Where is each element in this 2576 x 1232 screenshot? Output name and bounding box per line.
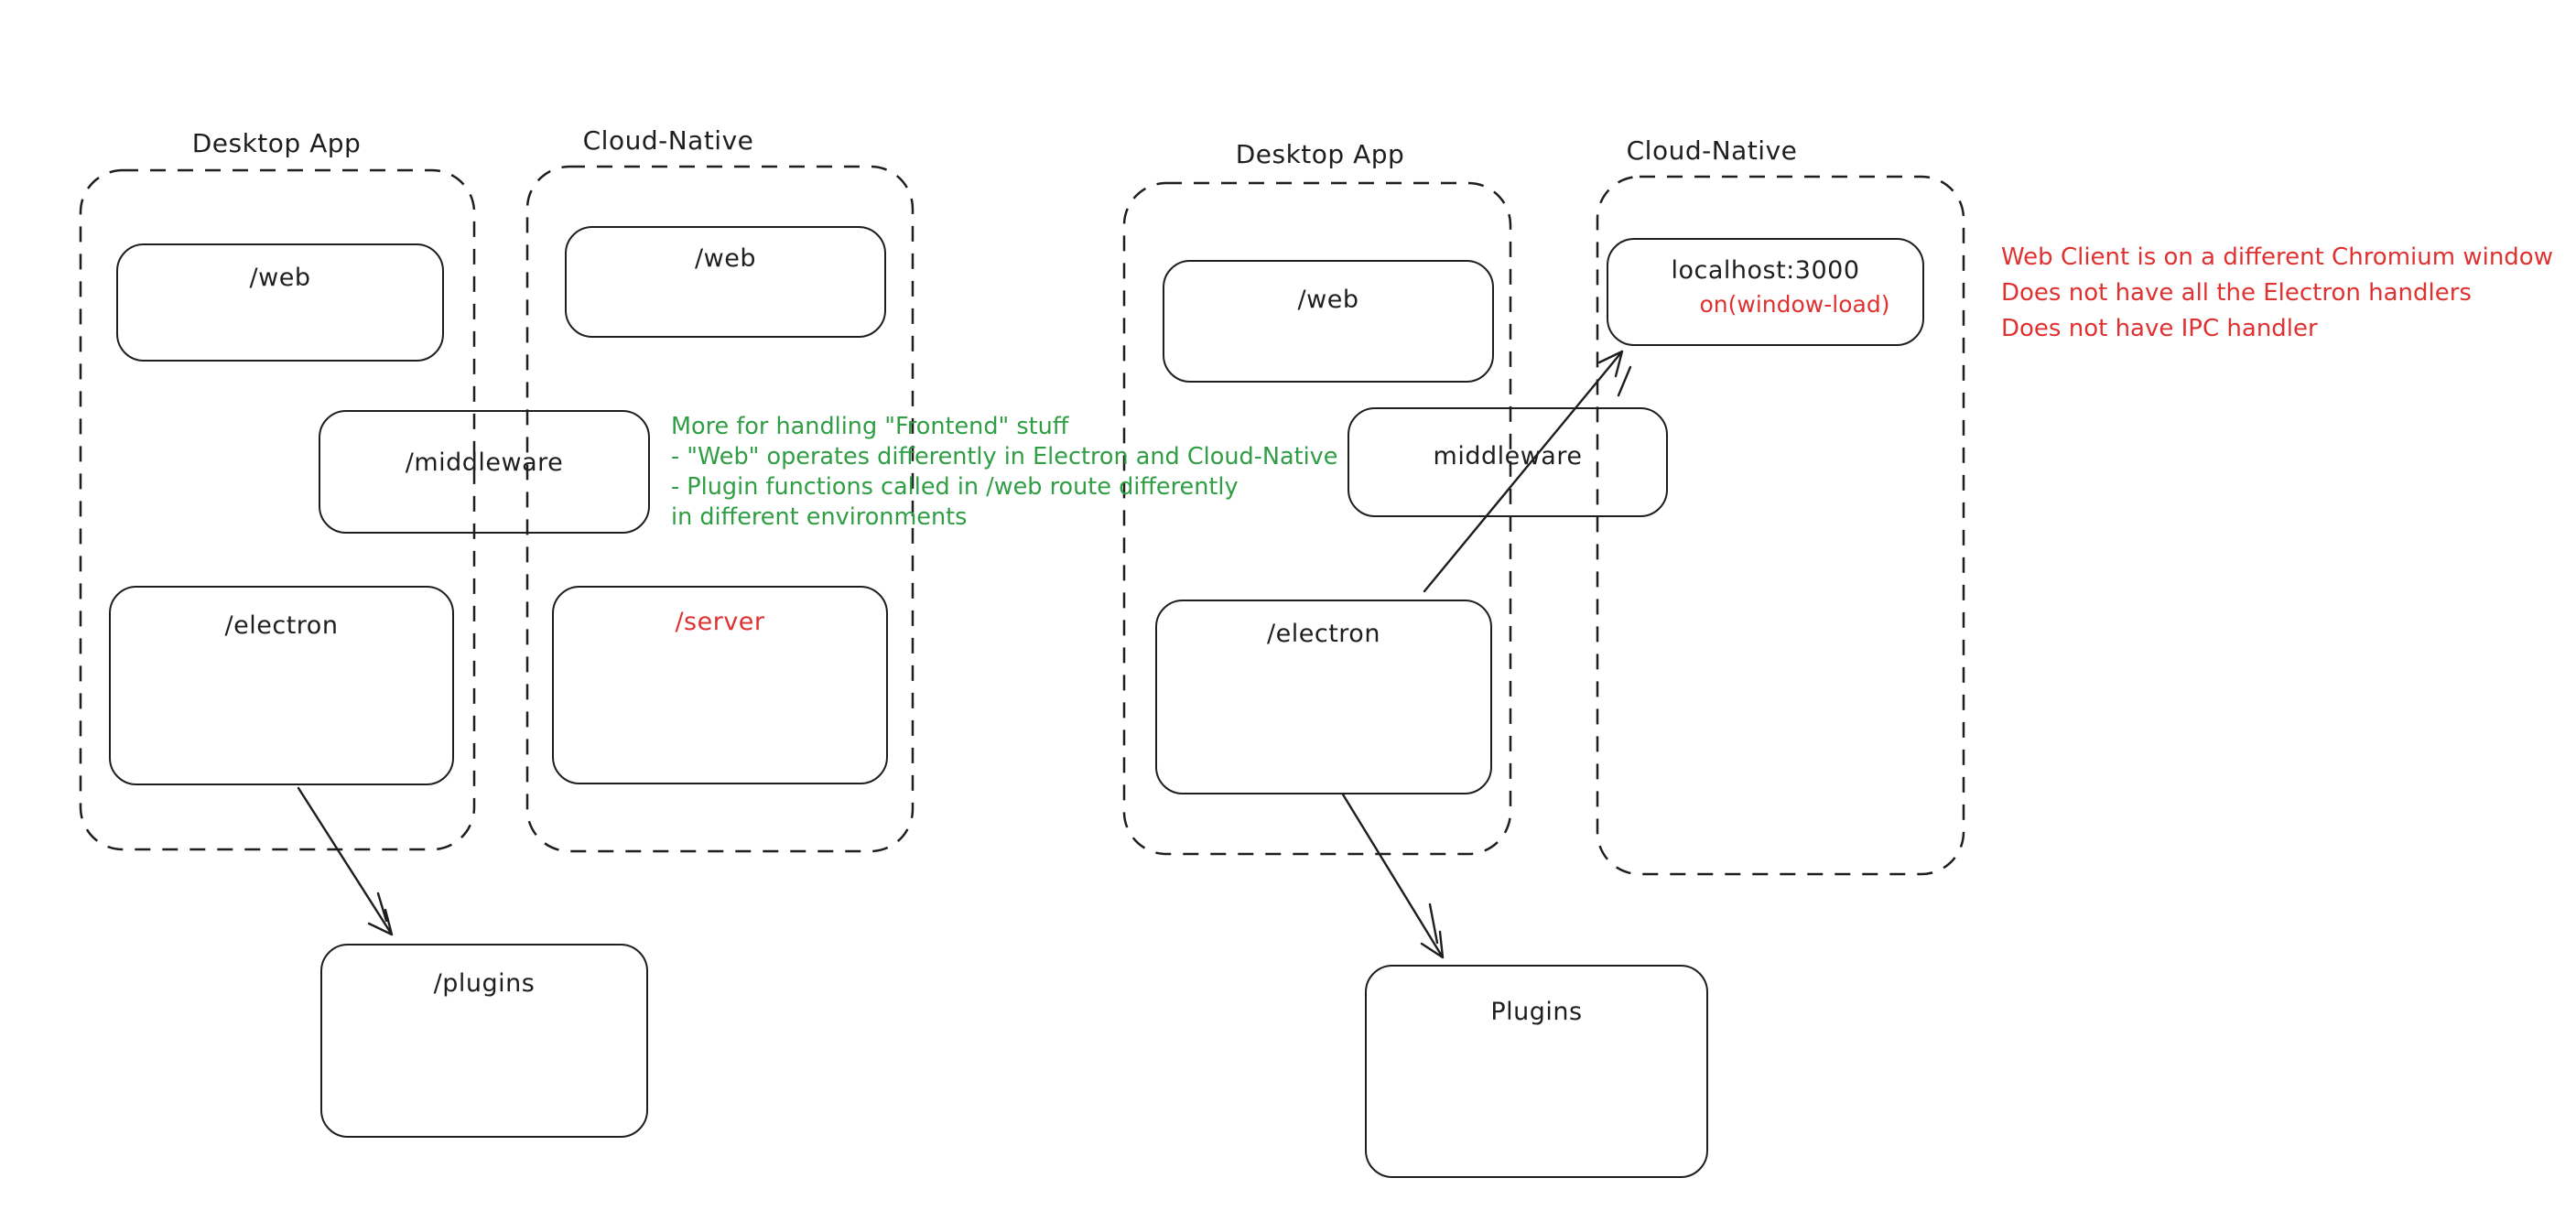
plugins-box-left: /plugins [320, 944, 648, 1138]
middleware-box-left: /middleware [319, 410, 650, 534]
green-note-line: - Plugin functions called in /web route … [671, 473, 1239, 501]
plugins-box-label: Plugins [1490, 998, 1583, 1026]
red-note-line: Does not have IPC handler [2001, 315, 2318, 342]
middleware-box-label: middleware [1433, 442, 1583, 470]
localhost-box-title: localhost:3000 [1671, 256, 1860, 285]
server-box-label: /server [675, 608, 765, 636]
middleware-box-right: middleware [1348, 407, 1668, 517]
server-box: /server [552, 586, 888, 784]
red-note-line: Web Client is on a different Chromium wi… [2001, 243, 2553, 271]
web-box-left-cloud: /web [565, 226, 886, 338]
plugins-box-right: Plugins [1365, 965, 1708, 1178]
cloud-native-container-right [1596, 175, 1965, 876]
web-box-label: /web [695, 244, 756, 273]
electron-box-right: /electron [1155, 600, 1492, 794]
electron-to-localhost-arrow [1423, 350, 1632, 593]
web-box-right: /web [1163, 260, 1494, 383]
green-annotation: More for handling "Frontend" stuff - "We… [671, 412, 1337, 533]
electron-box-left: /electron [109, 586, 454, 785]
cloud-native-label-right: Cloud-Native [1626, 135, 1798, 166]
red-annotation: Web Client is on a different Chromium wi… [2001, 240, 2553, 347]
electron-to-plugins-arrow-right [1341, 793, 1445, 959]
localhost-box: localhost:3000 on(window-load) [1607, 238, 1924, 346]
on-window-load-label: on(window-load) [1699, 291, 1890, 318]
desktop-app-container-left [79, 168, 476, 851]
web-box-label: /web [249, 264, 311, 292]
middleware-box-label: /middleware [405, 448, 564, 477]
electron-to-plugins-arrow-left [297, 786, 394, 936]
electron-box-label: /electron [224, 611, 339, 640]
green-note-line: - "Web" operates differently in Electron… [671, 443, 1338, 470]
web-box-label: /web [1297, 286, 1359, 314]
green-note-line: in different environments [671, 503, 968, 531]
cloud-native-label-left: Cloud-Native [582, 125, 754, 156]
cloud-native-container-left [525, 165, 915, 853]
green-note-line: More for handling "Frontend" stuff [671, 413, 1069, 440]
web-box-left-desktop: /web [116, 243, 444, 362]
desktop-app-label-left: Desktop App [191, 128, 362, 158]
electron-box-label: /electron [1267, 620, 1380, 648]
red-note-line: Does not have all the Electron handlers [2001, 279, 2472, 307]
plugins-box-label: /plugins [433, 969, 536, 998]
desktop-app-container-right [1122, 181, 1512, 856]
desktop-app-label-right: Desktop App [1235, 139, 1405, 169]
